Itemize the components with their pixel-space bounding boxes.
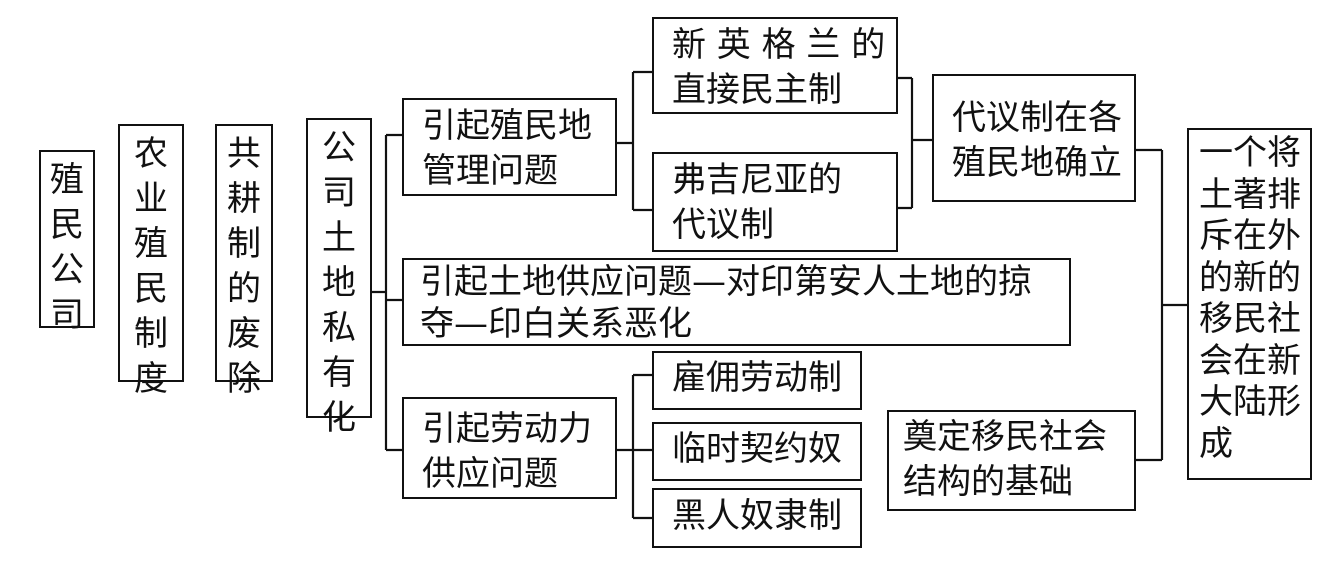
box-new-settler-society-formed-line: 斥在外 — [1199, 216, 1301, 256]
box-foundation-of-settler-society: 奠定移民社会 结构的基础 — [887, 410, 1136, 511]
box-labor-supply-issue: 引起劳动力 供应问题 — [402, 397, 617, 499]
box-colony-administration-issue-line: 管理问题 — [422, 151, 558, 191]
box-colony-administration-issue-line: 引起殖民地 — [422, 106, 592, 146]
box-company-land-privatization: 公 司 土 地 私 有 化 — [306, 118, 372, 438]
box-colonial-company-line: 司 — [50, 295, 84, 335]
box-agricultural-colony-line: 殖 — [134, 224, 168, 264]
box-black-slavery-line: 黑人奴隶制 — [672, 496, 842, 536]
box-colonial-company-line: 公 — [50, 250, 84, 290]
box-abolish-communal-farming-line: 耕 — [227, 179, 261, 219]
box-new-settler-society-formed: 一个将 土著排 斥在外 的新的 移民社 会在新 大陆形 成 — [1187, 128, 1312, 480]
box-virginia-representative-system: 弗吉尼亚的 代议制 — [652, 152, 898, 252]
box-company-land-privatization-line: 土 — [322, 218, 356, 258]
box-company-land-privatization-line: 化 — [322, 398, 356, 438]
box-labor-supply-issue-line: 供应问题 — [422, 454, 558, 494]
box-new-settler-society-formed-line: 移民社 — [1199, 299, 1301, 339]
box-hired-labor-line: 雇佣劳动制 — [672, 358, 842, 398]
box-abolish-communal-farming-line: 除 — [227, 359, 261, 399]
box-foundation-of-settler-society-line: 结构的基础 — [903, 462, 1073, 502]
box-new-settler-society-formed-line: 会在新 — [1199, 340, 1301, 381]
box-agricultural-colony-line: 民 — [134, 269, 168, 309]
box-virginia-representative-system-line: 弗吉尼亚的 — [672, 160, 842, 200]
connector-company-land-bracket — [372, 133, 402, 452]
box-company-land-privatization-line: 公 — [322, 128, 356, 168]
box-representative-system-established-line: 代议制在各 — [952, 98, 1122, 138]
box-colonial-company-line: 殖 — [50, 160, 84, 200]
box-indentured-servitude: 临时契约奴 — [652, 422, 862, 481]
box-representative-system-established-line: 殖民地确立 — [952, 143, 1122, 183]
box-abolish-communal-farming-line: 废 — [227, 314, 261, 354]
box-agricultural-colony-line: 度 — [134, 359, 168, 399]
box-agricultural-colony-line: 制 — [134, 314, 168, 354]
box-new-settler-society-formed-line: 成 — [1199, 423, 1233, 464]
box-new-settler-society-formed-line: 土著排 — [1199, 174, 1301, 215]
box-new-england-direct-democracy-line: 新 英 格 兰 的 — [672, 25, 886, 65]
box-colonial-company-line: 民 — [50, 205, 84, 245]
box-labor-supply-issue-line: 引起劳动力 — [422, 409, 592, 449]
box-agricultural-colony: 农 业 殖 民 制 度 — [118, 124, 184, 399]
box-land-supply-issue-line: 引起土地供应问题—对印第安人土地的掠 — [420, 262, 1032, 302]
connector-admin-bracket — [617, 70, 652, 212]
box-company-land-privatization-line: 私 — [322, 308, 356, 348]
box-land-supply-issue-line: 夺—印白关系恶化 — [420, 304, 692, 344]
box-new-settler-society-formed-line: 的新的 — [1199, 257, 1301, 298]
box-new-settler-society-formed-line: 一个将 — [1199, 133, 1301, 173]
box-agricultural-colony-line: 农 — [134, 134, 168, 174]
box-virginia-representative-system-line: 代议制 — [672, 205, 774, 245]
box-agricultural-colony-line: 业 — [134, 179, 168, 219]
box-foundation-of-settler-society-line: 奠定移民社会 — [903, 417, 1107, 457]
box-hired-labor: 雇佣劳动制 — [652, 351, 862, 410]
box-abolish-communal-farming: 共 耕 制 的 废 除 — [215, 124, 273, 399]
box-land-supply-issue: 引起土地供应问题—对印第安人土地的掠 夺—印白关系恶化 — [402, 258, 1071, 346]
box-representative-system-established: 代议制在各 殖民地确立 — [932, 74, 1136, 202]
box-company-land-privatization-line: 司 — [322, 173, 356, 213]
box-colony-administration-issue: 引起殖民地 管理问题 — [402, 98, 617, 196]
box-abolish-communal-farming-line: 制 — [227, 224, 261, 264]
box-company-land-privatization-line: 地 — [322, 263, 356, 303]
box-new-england-direct-democracy-line: 直接民主制 — [672, 70, 842, 110]
connector-labor-bracket — [617, 373, 652, 520]
connector-rep-bracket — [898, 76, 932, 210]
box-company-land-privatization-line: 有 — [322, 353, 356, 393]
box-new-settler-society-formed-line: 大陆形 — [1199, 382, 1301, 422]
box-new-england-direct-democracy: 新 英 格 兰 的 直接民主制 — [652, 17, 898, 114]
box-abolish-communal-farming-line: 的 — [227, 269, 261, 309]
connector-final-bracket — [1136, 148, 1187, 462]
box-colonial-company: 殖 民 公 司 — [39, 150, 95, 335]
box-indentured-servitude-line: 临时契约奴 — [672, 429, 842, 469]
box-black-slavery: 黑人奴隶制 — [652, 488, 862, 548]
box-abolish-communal-farming-line: 共 — [227, 134, 261, 174]
